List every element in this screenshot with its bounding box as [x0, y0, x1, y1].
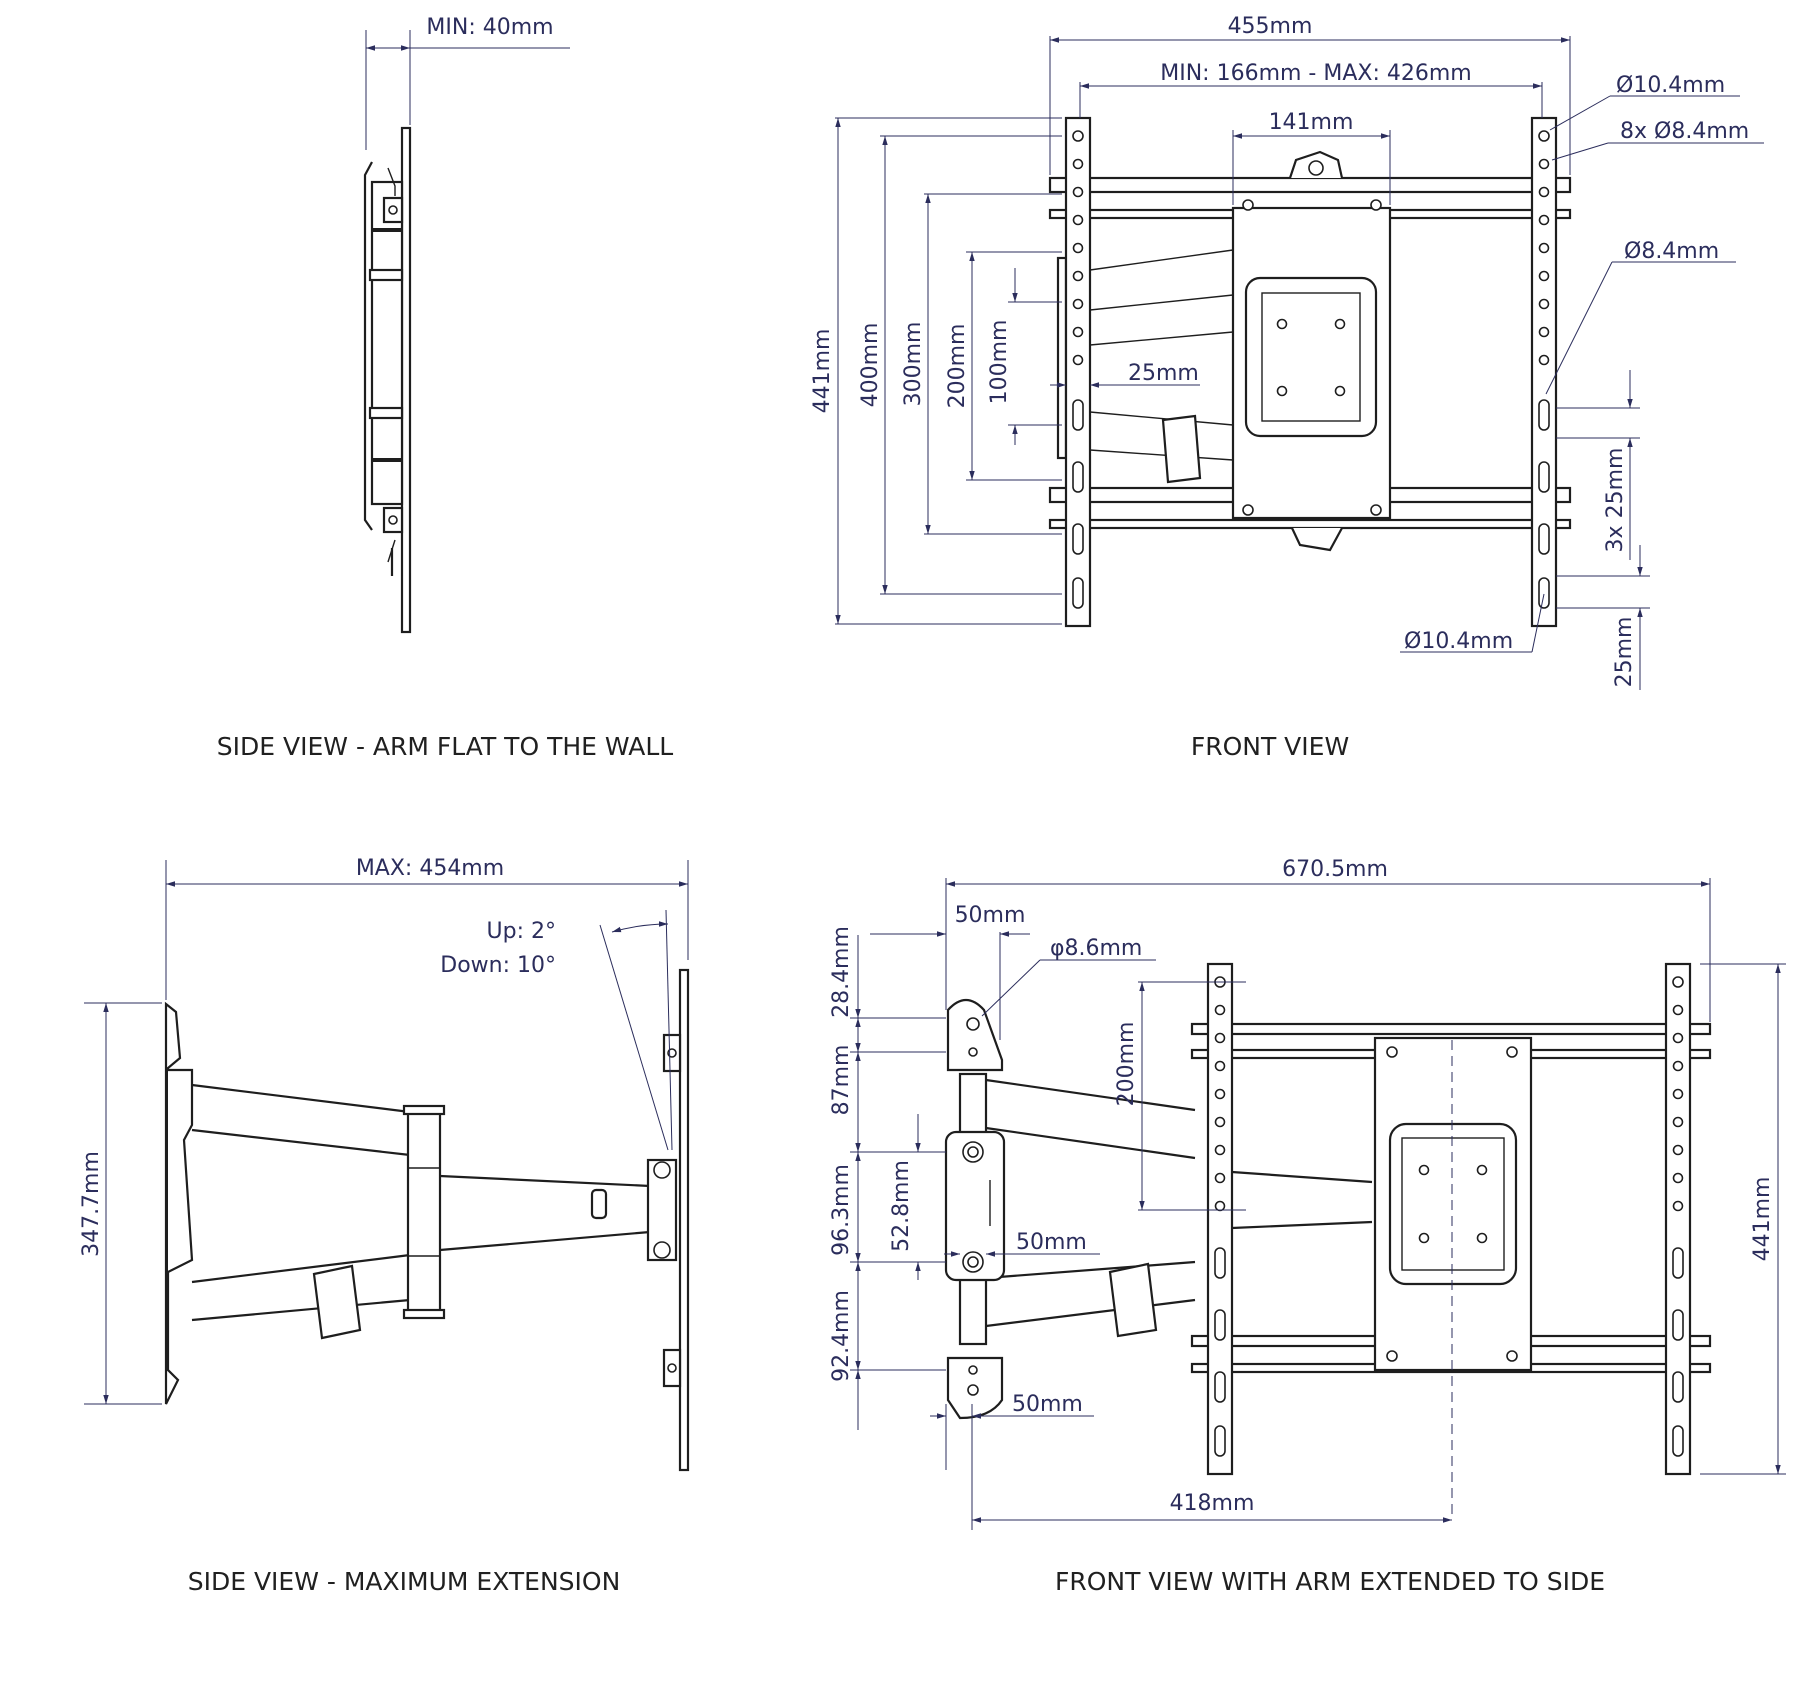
front-dimensions: 455mm MIN: 166mm - MAX: 426mm 141mm Ø10.… [810, 14, 1764, 690]
fe-offset-bottom: 50mm [1012, 1392, 1083, 1417]
side-ext-height: 347.7mm [79, 1151, 104, 1257]
side-ext-tilt-up: Up: 2° [487, 919, 556, 944]
front-plate-width: 141mm [1269, 110, 1354, 135]
fe-offset-top: 50mm [955, 903, 1026, 928]
fe-h-92-4: 92.4mm [829, 1290, 854, 1382]
front-height-300: 300mm [901, 322, 926, 407]
side-extended-dimensions: MAX: 454mm Up: 2° Down: 10° 347.7mm [79, 856, 689, 1405]
front-slot-dia: Ø8.4mm [1624, 239, 1719, 264]
front-bottom-25: 25mm [1612, 617, 1637, 688]
front-height-200: 200mm [945, 324, 970, 409]
side-flat-dimension-min: MIN: 40mm [365, 15, 570, 150]
front-bottom-hole-dia: Ø10.4mm [1404, 629, 1513, 654]
fe-h-52-8: 52.8mm [889, 1160, 914, 1252]
front-caption: FRONT VIEW [1191, 732, 1349, 761]
side-ext-tilt-down: Down: 10° [440, 953, 556, 978]
front-offset-25: 25mm [1128, 361, 1199, 386]
fe-h-28-4: 28.4mm [829, 926, 854, 1018]
side-flat-drawing [363, 126, 412, 634]
side-flat-min-label: MIN: 40mm [426, 15, 553, 40]
front-drawing [1048, 116, 1572, 628]
side-extended-drawing [164, 968, 690, 1472]
front-view: 455mm MIN: 166mm - MAX: 426mm 141mm Ø10.… [810, 14, 1764, 761]
front-extended-dimensions: 670.5mm 50mm φ8.6mm 28.4mm 87mm [829, 857, 1786, 1530]
fe-h-96-3: 96.3mm [829, 1164, 854, 1256]
front-height-400: 400mm [858, 323, 883, 408]
side-extended-caption: SIDE VIEW - MAXIMUM EXTENSION [188, 1567, 621, 1596]
fe-span-418: 418mm [1170, 1491, 1255, 1516]
front-overall-width: 455mm [1228, 14, 1313, 39]
front-extended-drawing [944, 962, 1712, 1520]
fe-height-441: 441mm [1750, 1177, 1775, 1262]
side-flat-caption: SIDE VIEW - ARM FLAT TO THE WALL [217, 732, 673, 761]
front-extended-view: 670.5mm 50mm φ8.6mm 28.4mm 87mm [829, 857, 1786, 1596]
fe-offset-mid: 50mm [1016, 1230, 1087, 1255]
side-extended-view: MAX: 454mm Up: 2° Down: 10° 347.7mm SIDE… [79, 856, 690, 1596]
front-height-100: 100mm [987, 320, 1012, 405]
side-flat-view: MIN: 40mm SIDE VIEW - ARM FLAT TO THE WA… [217, 15, 673, 761]
front-height-441: 441mm [810, 329, 835, 414]
front-slots-spacing: 3x 25mm [1603, 448, 1628, 553]
fe-overall-width: 670.5mm [1282, 857, 1388, 882]
fe-h-87: 87mm [829, 1045, 854, 1116]
fe-h-200: 200mm [1114, 1022, 1139, 1107]
front-vesa-range: MIN: 166mm - MAX: 426mm [1160, 61, 1471, 86]
front-holes-count-dia: 8x Ø8.4mm [1620, 119, 1749, 144]
front-top-hole-dia: Ø10.4mm [1616, 73, 1725, 98]
fe-hole-dia: φ8.6mm [1050, 936, 1142, 961]
side-ext-max: MAX: 454mm [356, 856, 504, 881]
front-extended-caption: FRONT VIEW WITH ARM EXTENDED TO SIDE [1055, 1567, 1605, 1596]
